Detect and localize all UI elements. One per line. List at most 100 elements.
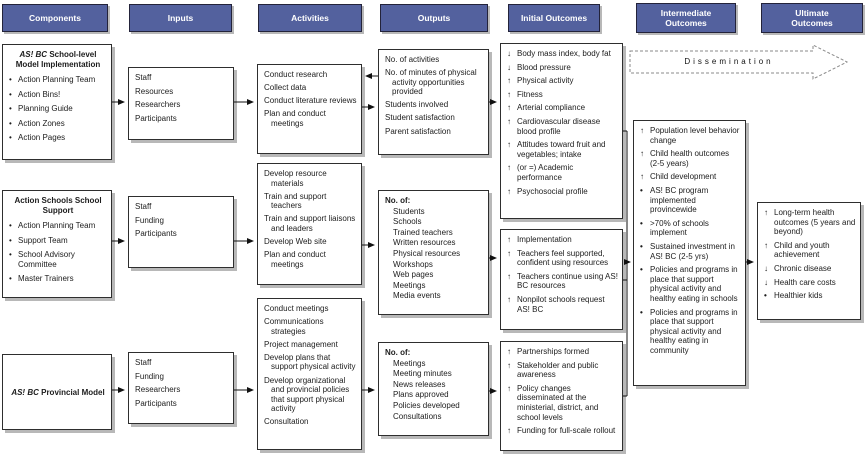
list-item: Develop Web site	[264, 237, 327, 247]
list-item: Student satisfaction	[385, 113, 455, 123]
up-arrow-icon: ↑	[507, 426, 511, 436]
up-arrow-icon: ↑	[507, 383, 511, 393]
bullet-icon: •	[640, 185, 643, 195]
item-text: Population level behavior change	[650, 126, 740, 145]
bullet-icon: •	[640, 307, 643, 317]
up-arrow-icon: ↑	[507, 163, 511, 173]
list-item: Schools	[393, 217, 422, 227]
list-item: Project management	[264, 339, 338, 349]
list-item: Meetings	[393, 280, 426, 290]
list-item: ↑ Child health outcomes (2-5 years)	[640, 149, 741, 168]
item-text: Psychosocial profile	[517, 186, 588, 196]
list-item: •Action Planning Team	[9, 75, 107, 85]
list-item: ↑Teachers feel supported, confident usin…	[507, 249, 618, 268]
list-item: Conduct literature reviews	[264, 96, 357, 106]
list-item: •Sustained investment in AS! BC (2-5 yrs…	[640, 242, 741, 261]
item-text: Policies and programs in place that supp…	[650, 265, 738, 303]
bullet-icon: •	[640, 265, 643, 275]
glyph-list: ↑Partnerships formed↑Stakeholder and pub…	[507, 347, 618, 436]
list-item: Funding	[135, 371, 164, 381]
down-arrow-icon: ↓	[507, 62, 511, 72]
item-text: Nonpilot schools request AS! BC	[517, 294, 605, 314]
list-item: ↑Long-term health outcomes (5 years and …	[764, 208, 856, 237]
list-item: ↓Health care costs	[764, 278, 856, 288]
list-item: Conduct research	[264, 70, 328, 79]
item-text: Action Zones	[18, 118, 65, 128]
box-title-italic: AS! BC	[11, 387, 39, 397]
list-item: Workshops	[393, 259, 433, 269]
list-item: Students involved	[385, 100, 449, 110]
bullet-icon: •	[9, 235, 12, 245]
item-text: Healthier kids	[774, 291, 823, 301]
list-item: Develop plans that support physical acti…	[264, 352, 356, 372]
item-text: Physical activity	[517, 76, 574, 86]
box-subheader: No. of:	[385, 196, 411, 205]
list-item: Train and support liaisons and leaders	[264, 214, 356, 233]
bullet-icon: •	[9, 118, 12, 128]
list-item: Written resources	[393, 238, 456, 248]
list-item: Communications strategies	[264, 317, 324, 336]
list-item: Train and support teachers	[264, 191, 327, 211]
list-item: ↑Population level behavior change	[640, 126, 741, 145]
bullet-icon: •	[9, 250, 12, 260]
item-text: Action Bins!	[18, 89, 61, 99]
list-item: •Action Bins!	[9, 90, 107, 100]
list-item: Consultation	[264, 417, 309, 427]
list-item: • Support Team	[9, 236, 107, 246]
column-header-intermediate-outcomes: Intermediate Outcomes	[636, 3, 736, 33]
list-item: ↓Chronic disease	[764, 264, 856, 274]
list-item: Conduct meetings	[264, 304, 329, 313]
bullet-icon: •	[9, 104, 12, 114]
bullet-list: •Action Planning Team•Action Bins!•Plann…	[9, 75, 107, 143]
list-item: Resources	[135, 86, 174, 96]
item-text: Policies and programs in place that supp…	[650, 307, 738, 355]
up-arrow-icon: ↑	[507, 103, 511, 113]
list-item: •AS! BC program implemented provincewide	[640, 186, 741, 215]
box-intermediate-outcomes: ↑Population level behavior change ↑ Child …	[633, 120, 746, 386]
list-item: ↑Attitudes toward fruit and vegetables; …	[507, 140, 618, 159]
up-arrow-icon: ↑	[764, 240, 768, 250]
bullet-icon: •	[9, 133, 12, 143]
list-item: Staff	[135, 202, 152, 211]
item-text: Cardiovascular disease blood profile	[517, 116, 601, 136]
item-text: Teachers continue using AS! BC resources	[517, 271, 618, 291]
item-text: Child development	[650, 172, 717, 182]
item-text: Body mass index, body fat	[517, 49, 611, 58]
list-item: ↑Fitness	[507, 90, 618, 100]
item-text: Master Trainers	[18, 274, 74, 284]
list-item: Students	[393, 206, 425, 216]
up-arrow-icon: ↑	[507, 294, 511, 304]
list-item: Participants	[135, 113, 177, 123]
list-item: Consultations	[393, 411, 442, 421]
list-item: ↑(or =) Academic performance	[507, 163, 618, 182]
bullet-icon: •	[9, 75, 12, 84]
item-text: School Advisory Committee	[18, 250, 75, 269]
item-text: Chronic disease	[774, 263, 832, 273]
item-text: >70% of schools implement	[650, 218, 709, 238]
box-title: Action Schools School Support	[14, 196, 102, 215]
up-arrow-icon: ↑	[507, 76, 511, 86]
item-text: Child health outcomes (2-5 years)	[650, 149, 730, 168]
item-text: Health care costs	[774, 277, 836, 287]
up-arrow-icon: ↑	[640, 149, 644, 159]
list-item: ↑ Nonpilot schools request AS! BC	[507, 295, 618, 314]
list-item: • Policies and programs in place that sup…	[640, 265, 741, 303]
list-item: ↑Funding for full-scale rollout	[507, 426, 618, 436]
list-item: •Master Trainers	[9, 274, 107, 284]
list-item: ↑Stakeholder and public awareness	[507, 361, 618, 380]
list-item: Plan and conduct meetings	[264, 250, 326, 269]
item-text: Teachers feel supported, confident using…	[517, 248, 609, 268]
item-text: Support Team	[18, 235, 68, 245]
item-text: Attitudes toward fruit and vegetables; i…	[517, 140, 606, 159]
item-text: Policy changes disseminated at the minis…	[517, 383, 599, 422]
